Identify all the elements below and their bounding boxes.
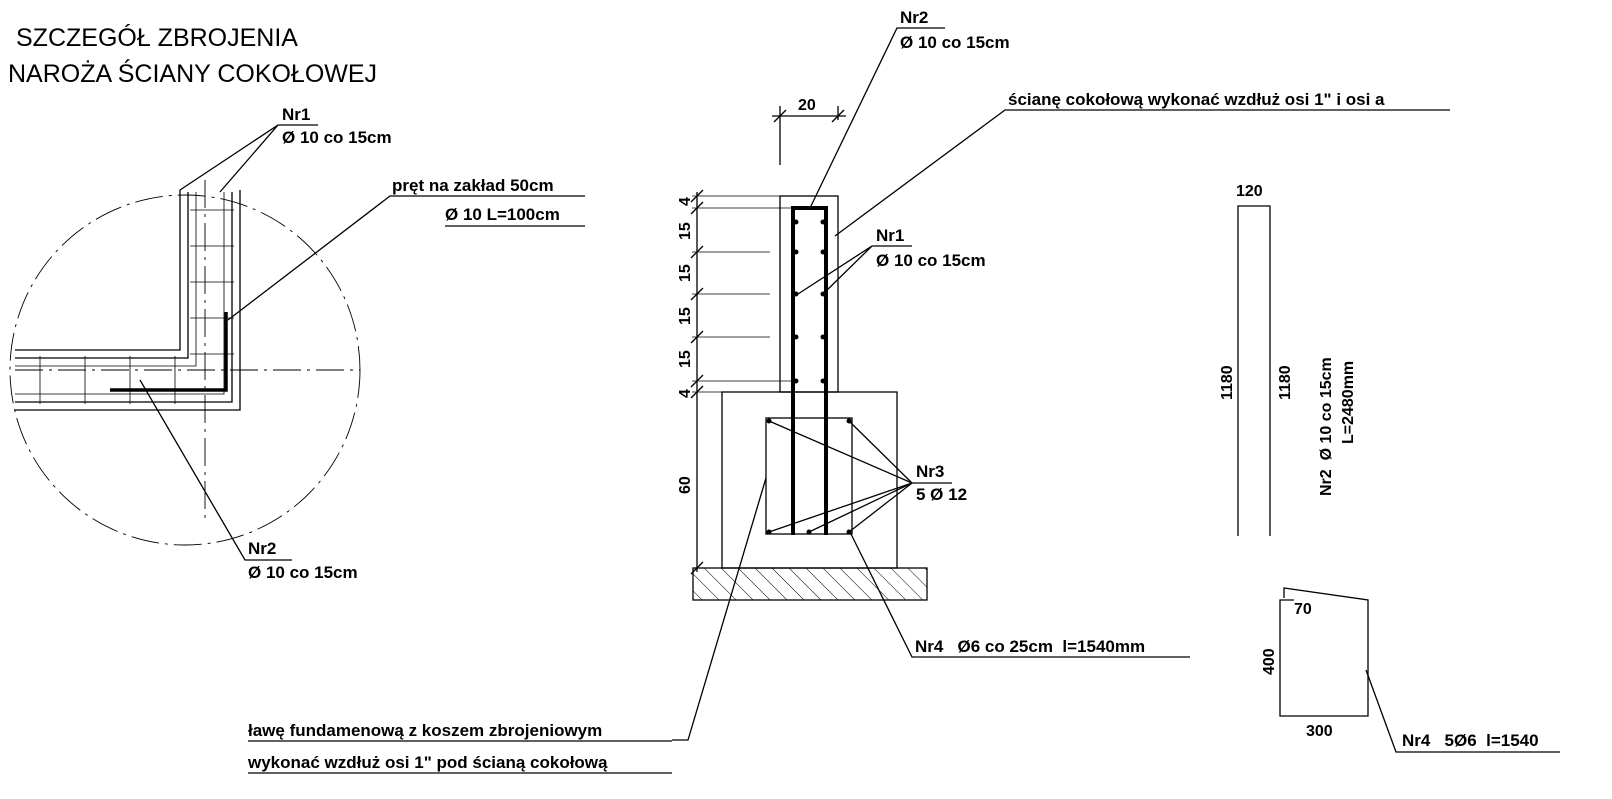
nr3-leaders [768, 420, 952, 533]
section-nr1-spec: Ø 10 co 15cm [876, 251, 986, 270]
vdim-2: 15 [677, 222, 694, 240]
lap-bar [110, 312, 228, 392]
dim-tick [831, 109, 845, 123]
corner-rebar-mid1 [15, 192, 197, 367]
drawing-title-line1: SZCZEGÓŁ ZBROJENIA [16, 23, 298, 52]
section-nr3-tag: Nr3 [916, 462, 944, 481]
bar-nr4-spec: Nr4 5Ø6 l=1540 [1402, 731, 1539, 750]
section-nr4-spec: Nr4 Ø6 co 25cm l=1540mm [915, 637, 1145, 656]
dim-ticks [690, 189, 704, 575]
bar-nr4-leader [1365, 669, 1560, 753]
bar-nr2-left-length: 1180 [1219, 365, 1236, 400]
bar-nr2-outline [1237, 205, 1271, 536]
wall-width-dim: 20 [798, 97, 816, 114]
footing-note-leader [672, 477, 767, 741]
footing-basket [765, 417, 853, 535]
dim-tick [773, 109, 787, 123]
corner-nr1-tag: Nr1 [282, 105, 310, 124]
bar-nr4-hook: 70 [1294, 601, 1312, 618]
rebar-dots [766, 219, 852, 535]
bar-nr4-outline [1279, 587, 1369, 717]
vdim-3: 15 [677, 264, 694, 282]
section-nr2-spec: Ø 10 co 15cm [900, 33, 1010, 52]
section-nr1-tag: Nr1 [876, 226, 904, 245]
vdim-1: 4 [677, 197, 694, 206]
bar-nr2-spec-1: Nr2 Ø 10 co 15cm [1318, 357, 1335, 496]
corner-rebar-mid2 [15, 192, 225, 395]
bar-nr2-top-length: 120 [1236, 183, 1263, 200]
section-nr3-spec: 5 Ø 12 [916, 485, 967, 504]
cross-section: 20 [247, 8, 1450, 774]
bar-nr2-spec-2: L=2480mm [1340, 361, 1357, 444]
corner-rebar-inner [15, 192, 189, 359]
bar-nr2-right-length: 1180 [1277, 365, 1294, 400]
wall-outline [779, 195, 839, 393]
nr1-leader [179, 124, 318, 193]
subgrade-hatch [692, 567, 928, 601]
nr4-leader [850, 533, 1190, 658]
lap-bar-leader [227, 195, 585, 321]
bar-nr4-height: 400 [1261, 648, 1278, 675]
footing-height-dim: 60 [677, 476, 694, 494]
drawing-title-line2: NAROŻA ŚCIANY COKOŁOWEJ [8, 58, 377, 88]
vdim-5: 15 [677, 350, 694, 368]
corner-nr1-spec: Ø 10 co 15cm [282, 128, 392, 147]
bar-nr4-shape: 70 400 300 Nr4 5Ø6 l=1540 [1261, 587, 1560, 753]
lap-bar-text-2: Ø 10 L=100cm [445, 205, 560, 224]
wall-note-leader [834, 109, 1450, 237]
footing-note-1: ławę fundamenową z koszem zbrojeniowym [248, 721, 602, 740]
footing-note-2: wykonać wzdłuż osi 1" pod ścianą cokołow… [247, 753, 608, 772]
vdim-6: 4 [677, 389, 694, 398]
corner-wall-outline [15, 190, 241, 411]
corner-detail: Nr1 Ø 10 co 15cm pręt na zakład 50cm Ø 1… [9, 105, 585, 582]
corner-rebar-outer [15, 192, 233, 403]
vdim-4: 15 [677, 307, 694, 325]
wall-rebar-cage [791, 206, 828, 535]
lap-bar-text-1: pręt na zakład 50cm [392, 176, 554, 195]
section-nr2-tag: Nr2 [900, 8, 928, 27]
bar-nr2-shape: 120 1180 1180 Nr2 Ø 10 co 15cm L=2480mm [1219, 183, 1357, 536]
section-nr2-leader [809, 27, 945, 209]
nr2-leader [139, 379, 292, 561]
section-nr1-leader [797, 245, 912, 295]
wall-note: ścianę cokołową wykonać wzdłuż osi 1" i … [1008, 90, 1385, 109]
corner-nr2-tag: Nr2 [248, 539, 276, 558]
corner-nr2-spec: Ø 10 co 15cm [248, 563, 358, 582]
bar-nr4-width: 300 [1306, 723, 1333, 740]
